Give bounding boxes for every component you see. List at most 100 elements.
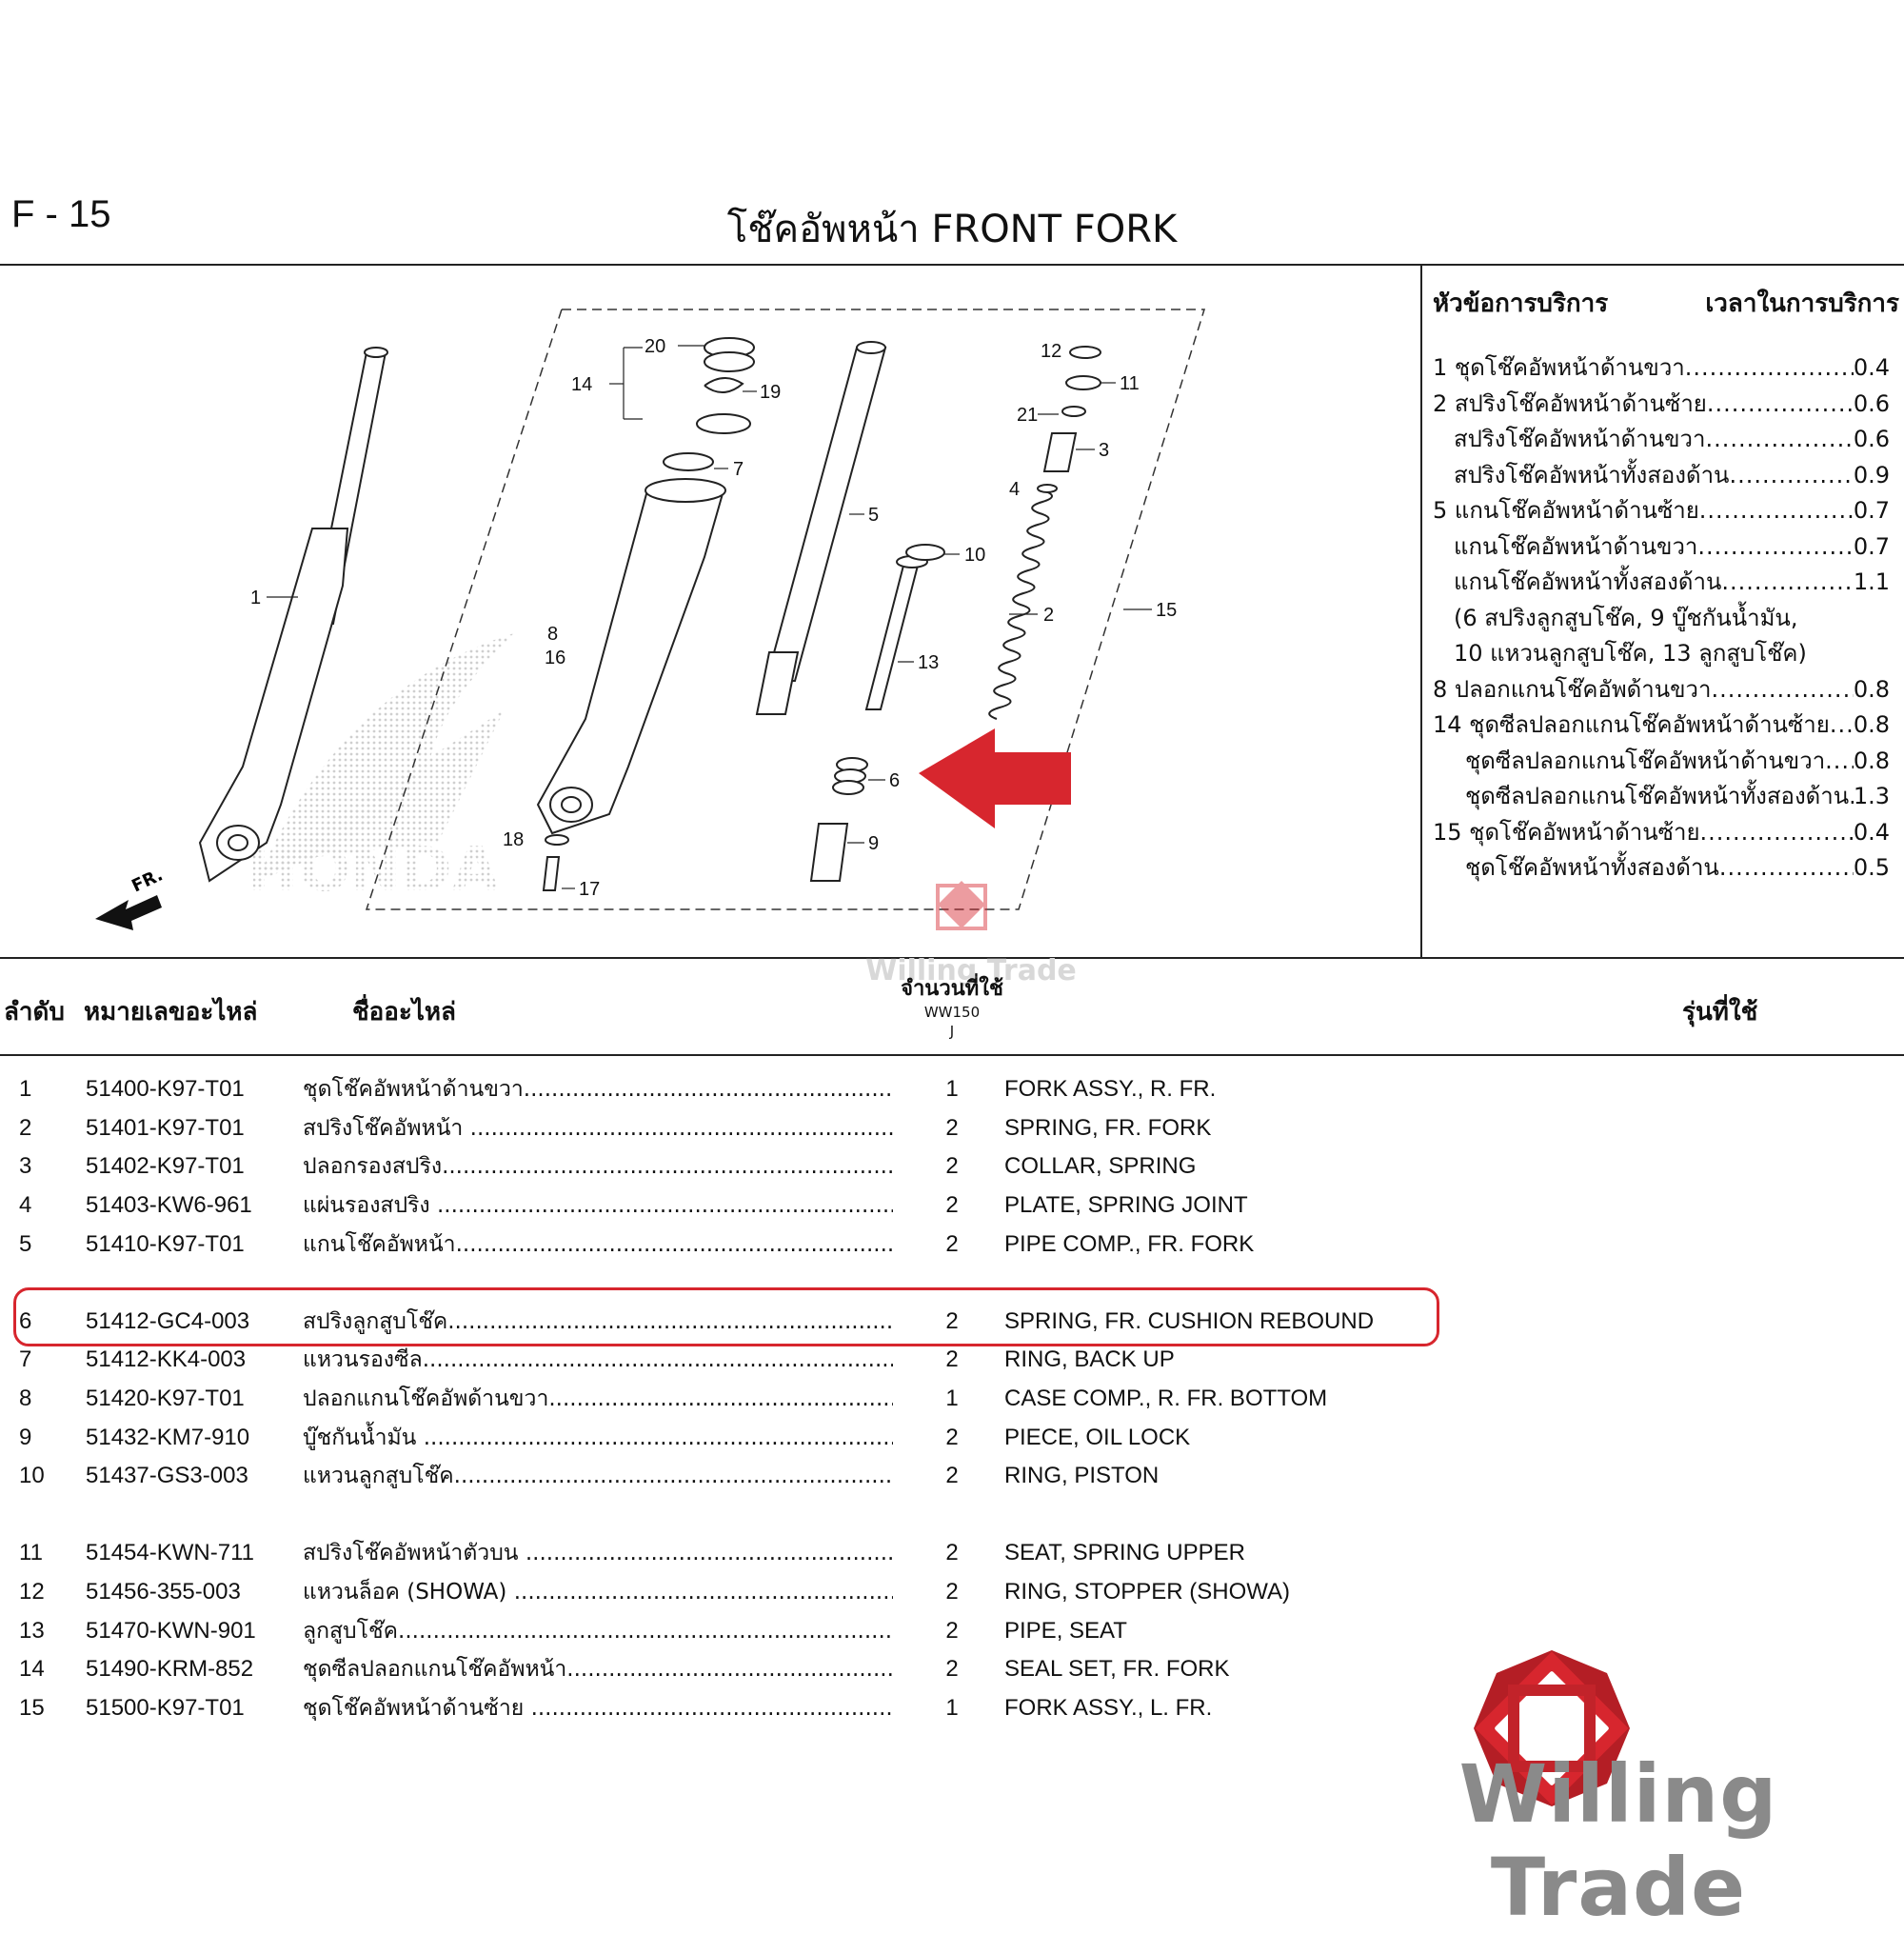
part-name-th-cell: แผ่นรองสปริง — [303, 1188, 893, 1223]
leader-dots — [456, 1232, 893, 1257]
leader-dots — [1685, 350, 1854, 387]
service-item-time: 0.4 — [1853, 818, 1890, 846]
part-3-collar — [1042, 432, 1078, 472]
service-item: 8 ปลอกแกนโช๊คอัพด้านขวา 0.8 — [1433, 672, 1890, 708]
part-number: 51437-GS3-003 — [86, 1463, 248, 1489]
service-item: 14 ชุดซีลปลอกแกนโช๊คอัพหน้าด้านซ้าย 0.8 — [1433, 708, 1890, 744]
col-header-part-number: หมายเลขอะไหล่ — [84, 998, 258, 1027]
service-item-label: สปริงโช๊คอัพหน้าด้านขวา — [1454, 426, 1706, 452]
callout-9: 9 — [868, 833, 879, 854]
part-10-piston-ring — [905, 544, 945, 561]
part-quantity: 2 — [945, 1540, 959, 1566]
part-name-th-cell: ชุดโช๊คอัพหน้าด้านขวา — [303, 1072, 893, 1107]
service-item: 5 แกนโช๊คอัพหน้าด้านซ้าย0.7 — [1433, 493, 1890, 529]
part-index: 2 — [19, 1114, 32, 1141]
part-quantity: 2 — [945, 1424, 959, 1450]
col-header-model: WW150 J — [895, 1003, 1009, 1041]
service-item: แกนโช๊คอัพหน้าทั้งสองด้าน1.1 — [1433, 565, 1890, 601]
service-item-time: 0.8 — [1853, 675, 1890, 703]
service-item-label: 8 ปลอกแกนโช๊คอัพด้านขวา — [1433, 675, 1712, 703]
part-name-th: ชุดโช๊คอัพหน้าด้านซ้าย — [303, 1695, 531, 1721]
leader-dots — [531, 1696, 893, 1721]
leader-dots — [398, 1619, 893, 1644]
header-divider — [0, 264, 1904, 266]
part-name-th-cell: สปริงโช๊คอัพหน้าตัวบน — [303, 1536, 893, 1570]
part-name-th: แหวนลูกสูบโช๊ค — [303, 1464, 454, 1489]
leader-dots — [447, 1309, 893, 1334]
part-17-bolt — [542, 856, 561, 891]
assembly-boundary — [365, 309, 1206, 910]
part-quantity: 2 — [945, 1617, 959, 1644]
part-name-th: แหวนรองซีล — [303, 1347, 423, 1373]
leader-dots — [1719, 850, 1854, 887]
part-name-en: PIPE COMP., FR. FORK — [1004, 1230, 1255, 1257]
part-index: 7 — [19, 1346, 32, 1373]
service-item: 10 แหวนลูกสูบโช๊ค, 13 ลูกสูบโช๊ค) — [1433, 636, 1890, 672]
page-code: F - 15 — [11, 193, 111, 235]
part-name-th-cell: สปริงโช๊คอัพหน้า — [303, 1111, 893, 1146]
part-name-en: PIECE, OIL LOCK — [1004, 1424, 1191, 1450]
leader-dots — [1697, 529, 1853, 566]
leader-dots — [1830, 708, 1854, 744]
part-number: 51456-355-003 — [86, 1579, 241, 1605]
part-name-en: SPRING, FR. FORK — [1004, 1114, 1212, 1141]
service-item-time: 1.1 — [1853, 568, 1890, 595]
fr-label: FR. — [129, 865, 166, 896]
diagram-divider — [0, 957, 1904, 959]
leader-dots — [1721, 565, 1853, 601]
part-number: 51403-KW6-961 — [86, 1192, 252, 1219]
part-name-th-cell: ปลอกรองสปริง — [303, 1149, 893, 1184]
part-number: 51454-KWN-711 — [86, 1540, 254, 1566]
part-7-backup-ring — [663, 452, 714, 471]
service-item-time: 0.6 — [1853, 426, 1890, 452]
service-item-time: 0.6 — [1853, 389, 1890, 417]
callout-11: 11 — [1120, 373, 1140, 394]
col-header-quantity: จำนวนที่ใช้ — [901, 977, 1003, 1001]
part-name-en: SPRING, FR. CUSHION REBOUND — [1004, 1307, 1375, 1334]
service-item-label: 1 ชุดโช๊คอัพหน้าด้านขวา — [1433, 354, 1685, 381]
part-name-th: แกนโช๊คอัพหน้า — [303, 1231, 456, 1257]
leader-dots — [423, 1347, 893, 1372]
part-name-th-cell: ปลอกแกนโช๊คอัพด้านขวา — [303, 1382, 893, 1416]
callout-1: 1 — [250, 588, 261, 608]
service-item: (6 สปริงลูกสูบโช๊ค, 9 บู๊ชกันน้ำมัน, — [1433, 601, 1890, 637]
model-variant: J — [949, 1023, 955, 1040]
part-name-th: ลูกสูบโช๊ค — [303, 1618, 399, 1644]
service-item-time: 0.9 — [1853, 461, 1890, 488]
part-name-en: PIPE, SEAT — [1004, 1617, 1127, 1644]
part-number: 51490-KRM-852 — [86, 1656, 254, 1683]
part-name-en: FORK ASSY., L. FR. — [1004, 1694, 1213, 1721]
part-18-washer — [545, 834, 569, 846]
service-item-label: 14 ชุดซีลปลอกแกนโช๊คอัพหน้าด้านซ้าย — [1433, 711, 1830, 738]
service-time-heading: เวลาในการบริการ — [1705, 289, 1899, 318]
part-index: 8 — [19, 1386, 32, 1412]
part-14-seal — [696, 413, 751, 434]
part-11-spring-seat — [1065, 375, 1101, 390]
part-21-washer — [1061, 406, 1086, 417]
part-name-en: RING, STOPPER (SHOWA) — [1004, 1579, 1291, 1605]
willing-trade-watermark-logo — [936, 881, 987, 930]
part-9-oil-lock — [809, 823, 849, 882]
callout-10: 10 — [964, 545, 985, 566]
part-index: 3 — [19, 1153, 32, 1180]
part-quantity: 2 — [945, 1230, 959, 1257]
service-item: สปริงโช๊คอัพหน้าทั้งสองด้าน0.9 — [1433, 458, 1890, 494]
part-name-th: สปริงโช๊คอัพหน้าตัวบน — [303, 1541, 526, 1566]
part-name-th-cell: บู๊ชกันน้ำมัน — [303, 1421, 893, 1455]
col-header-no: ลำดับ — [4, 998, 65, 1027]
part-quantity: 2 — [945, 1656, 959, 1683]
service-item: 2 สปริงโช๊คอัพหน้าด้านซ้าย0.6 — [1433, 387, 1890, 423]
callout-3: 3 — [1099, 440, 1109, 461]
leader-dots — [566, 1657, 893, 1682]
part-name-en: PLATE, SPRING JOINT — [1004, 1192, 1248, 1219]
part-quantity: 2 — [945, 1192, 959, 1219]
service-item-label: 5 แกนโช๊คอัพหน้าด้านซ้าย — [1433, 497, 1699, 524]
service-item-label: (6 สปริงลูกสูบโช๊ค, 9 บู๊ชกันน้ำมัน, — [1454, 604, 1798, 631]
table-header-divider — [0, 1054, 1904, 1056]
callout-13: 13 — [918, 652, 939, 673]
